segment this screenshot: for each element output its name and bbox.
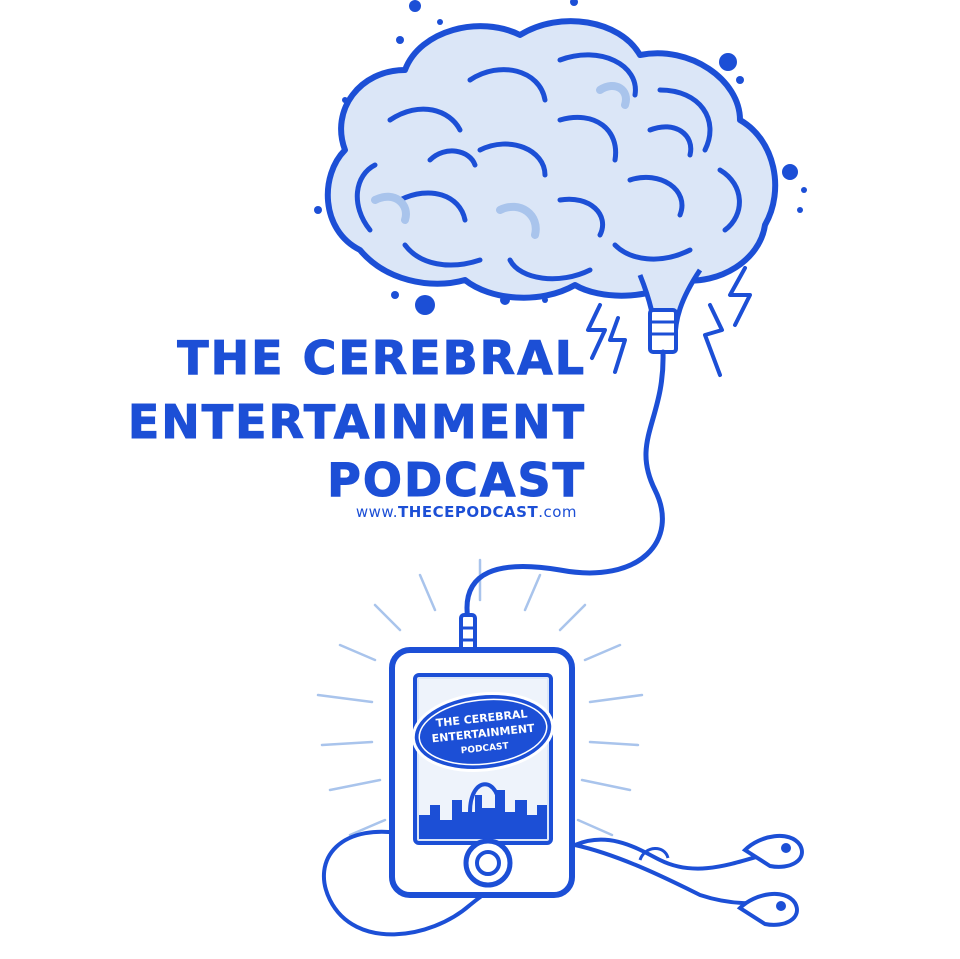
headphone-cable [464,349,666,623]
title-line-2: ENTERTAINMENT [127,395,586,449]
url-prefix: www. [355,503,399,521]
brain-icon [324,18,779,354]
title-line-1: THE CEREBRAL [177,331,586,385]
url-suffix: .com [538,503,577,521]
decorative-dots [314,0,807,315]
sunburst-rays [316,558,644,837]
url-domain: THECEPODCAST [398,503,539,521]
lightning-bolt-icon [586,266,752,377]
city-skyline-icon [419,782,547,839]
podcast-badge: THE CEREBRAL ENTERTAINMENT PODCAST [411,692,555,772]
website-url[interactable]: www.THECEPODCAST.com [356,503,577,521]
title-line-3: PODCAST [327,453,586,507]
earbuds-icon [736,833,804,927]
